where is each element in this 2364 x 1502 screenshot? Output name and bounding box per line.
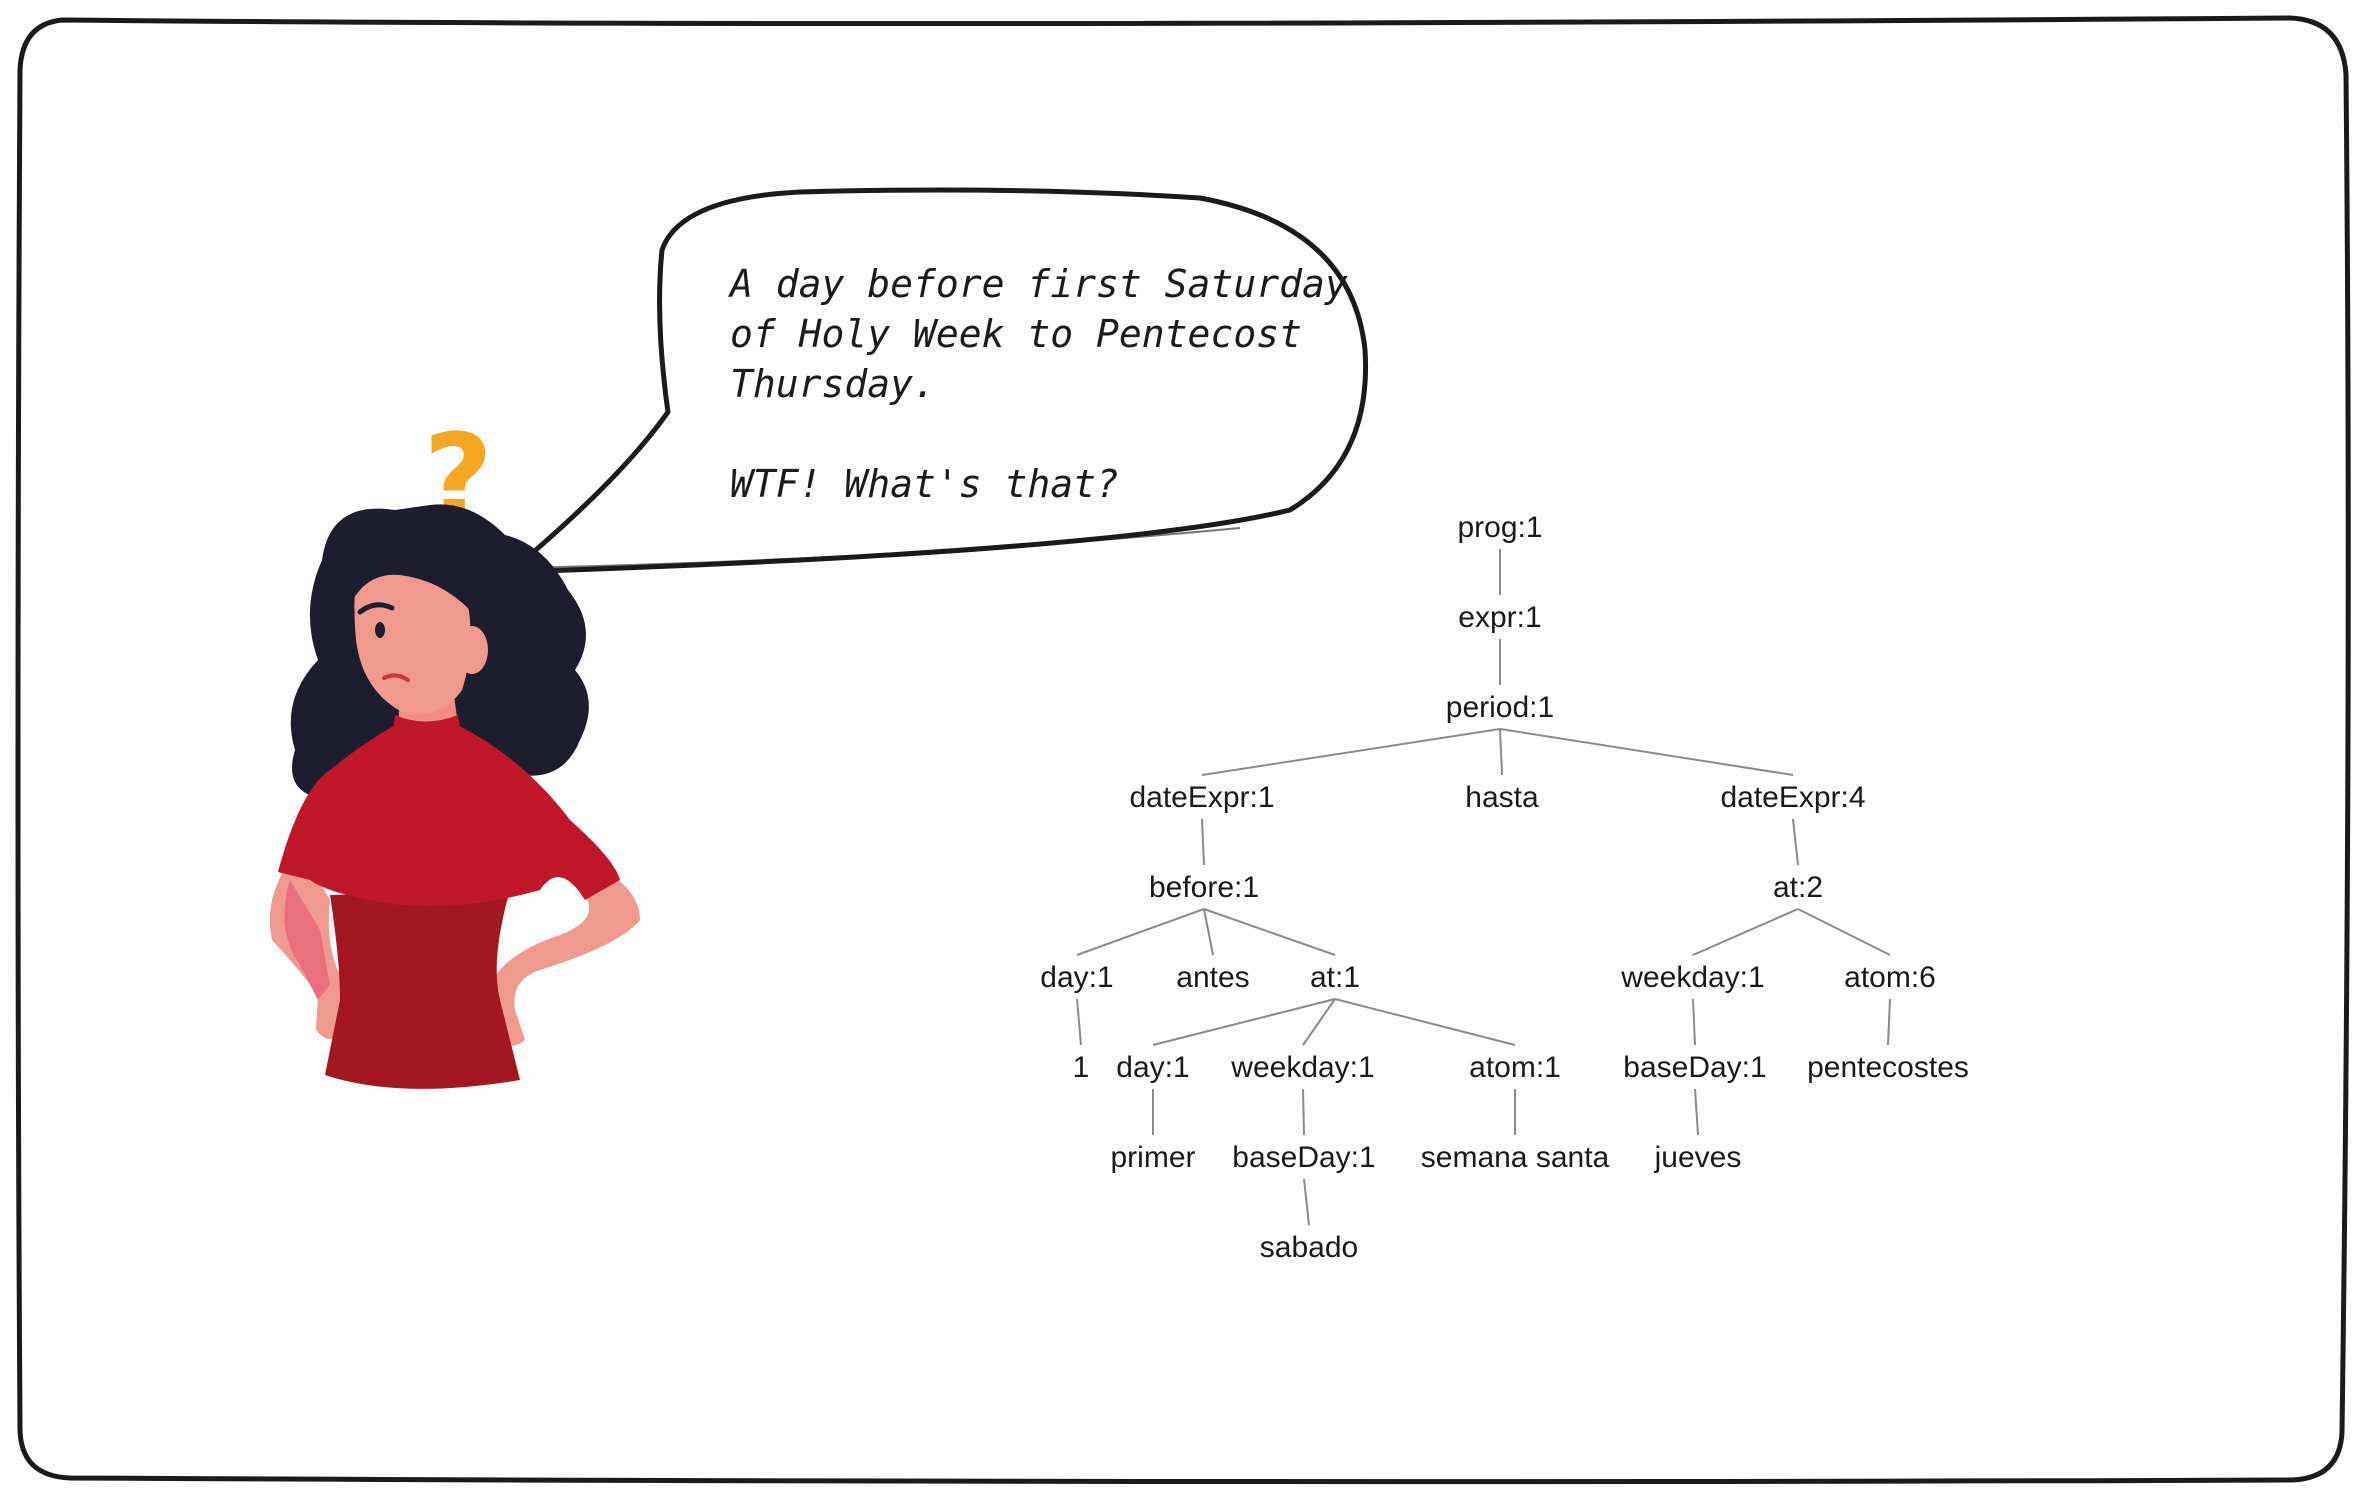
tree-node-before: before:1 <box>1149 871 1259 904</box>
tree-node-pentecostes: pentecostes <box>1807 1051 1969 1084</box>
tree-edge-baseDayB-jueves <box>1694 1088 1699 1136</box>
tree-node-prog: prog:1 <box>1457 511 1542 544</box>
speech-bubble: A day before first Saturday of Holy Week… <box>507 187 1371 575</box>
tree-node-hasta: hasta <box>1465 781 1539 814</box>
confused-woman-illustration <box>269 504 640 1089</box>
right-arm <box>488 860 640 1046</box>
tree-node-jueves: jueves <box>1654 1141 1742 1174</box>
tree-edge-atom6-pentecostes <box>1887 998 1891 1046</box>
face <box>354 558 471 715</box>
tree-node-atom6: atom:6 <box>1844 961 1936 994</box>
svg-text:A day before first Saturday: A day before first Saturday of Holy Week… <box>728 262 1371 506</box>
bubble-line-1: A day before first Saturday <box>728 262 1348 306</box>
tree-node-primer: primer <box>1110 1141 1195 1174</box>
tree-edge-at1-weekdayA <box>1302 998 1336 1046</box>
tree-edge-period-hasta <box>1499 728 1503 776</box>
frame-border <box>15 15 2351 1485</box>
tree-node-period: period:1 <box>1446 691 1554 724</box>
tree-node-expr: expr:1 <box>1458 601 1541 634</box>
tree-edge-period-dateExpr4 <box>1499 728 1794 776</box>
tree-edge-before-dayA <box>1076 908 1205 956</box>
tree-node-baseDayA: baseDay:1 <box>1232 1141 1375 1174</box>
tree-edge-at2-weekdayB <box>1692 908 1799 956</box>
tree-edge-before-antes <box>1203 908 1214 956</box>
tree-edge-at2-atom6 <box>1797 908 1891 956</box>
tree-node-dayA: day:1 <box>1040 961 1113 994</box>
tree-node-semana: semana santa <box>1421 1141 1610 1174</box>
tree-edge-baseDayA-sabado <box>1303 1178 1310 1226</box>
parse-tree-edges <box>1076 549 1891 1226</box>
tree-node-at1: at:1 <box>1310 961 1360 994</box>
shirt <box>278 725 620 906</box>
tree-node-at2: at:2 <box>1773 871 1823 904</box>
tree-node-sabado: sabado <box>1260 1231 1358 1264</box>
tree-edge-dayA-one <box>1076 998 1082 1046</box>
bubble-line-5: WTF! What's that? <box>730 462 1119 506</box>
tree-edge-period-dateExpr1 <box>1201 728 1501 776</box>
tree-node-atom1: atom:1 <box>1469 1051 1561 1084</box>
tree-node-weekdayB: weekday:1 <box>1620 961 1764 994</box>
tree-edge-weekdayB-baseDayB <box>1692 998 1696 1046</box>
bubble-line-2: of Holy Week to Pentecost <box>730 312 1302 356</box>
tree-node-one: 1 <box>1073 1051 1090 1084</box>
tree-edge-at1-dayB <box>1152 998 1336 1046</box>
tree-edge-weekdayA-baseDayA <box>1302 1088 1305 1136</box>
tree-edge-dateExpr4-at2 <box>1792 818 1799 866</box>
tree-node-dayB: day:1 <box>1116 1051 1189 1084</box>
tree-node-dateExpr1: dateExpr:1 <box>1129 781 1274 814</box>
parse-tree-nodes: prog:1 expr:1 period:1 dateExpr:1 hasta dateE… <box>1040 511 1969 1264</box>
tree-node-dateExpr4: dateExpr:4 <box>1720 781 1865 814</box>
tree-node-baseDayB: baseDay:1 <box>1623 1051 1766 1084</box>
tree-edge-before-at1 <box>1203 908 1336 956</box>
tree-edge-at1-atom1 <box>1334 998 1516 1046</box>
tree-edge-dateExpr1-before <box>1201 818 1205 866</box>
tree-node-weekdayA: weekday:1 <box>1230 1051 1374 1084</box>
bubble-line-3: Thursday. <box>730 362 936 406</box>
tree-node-antes: antes <box>1176 961 1249 994</box>
speech-bubble-outline <box>507 187 1369 575</box>
shirt-lower <box>325 890 520 1089</box>
